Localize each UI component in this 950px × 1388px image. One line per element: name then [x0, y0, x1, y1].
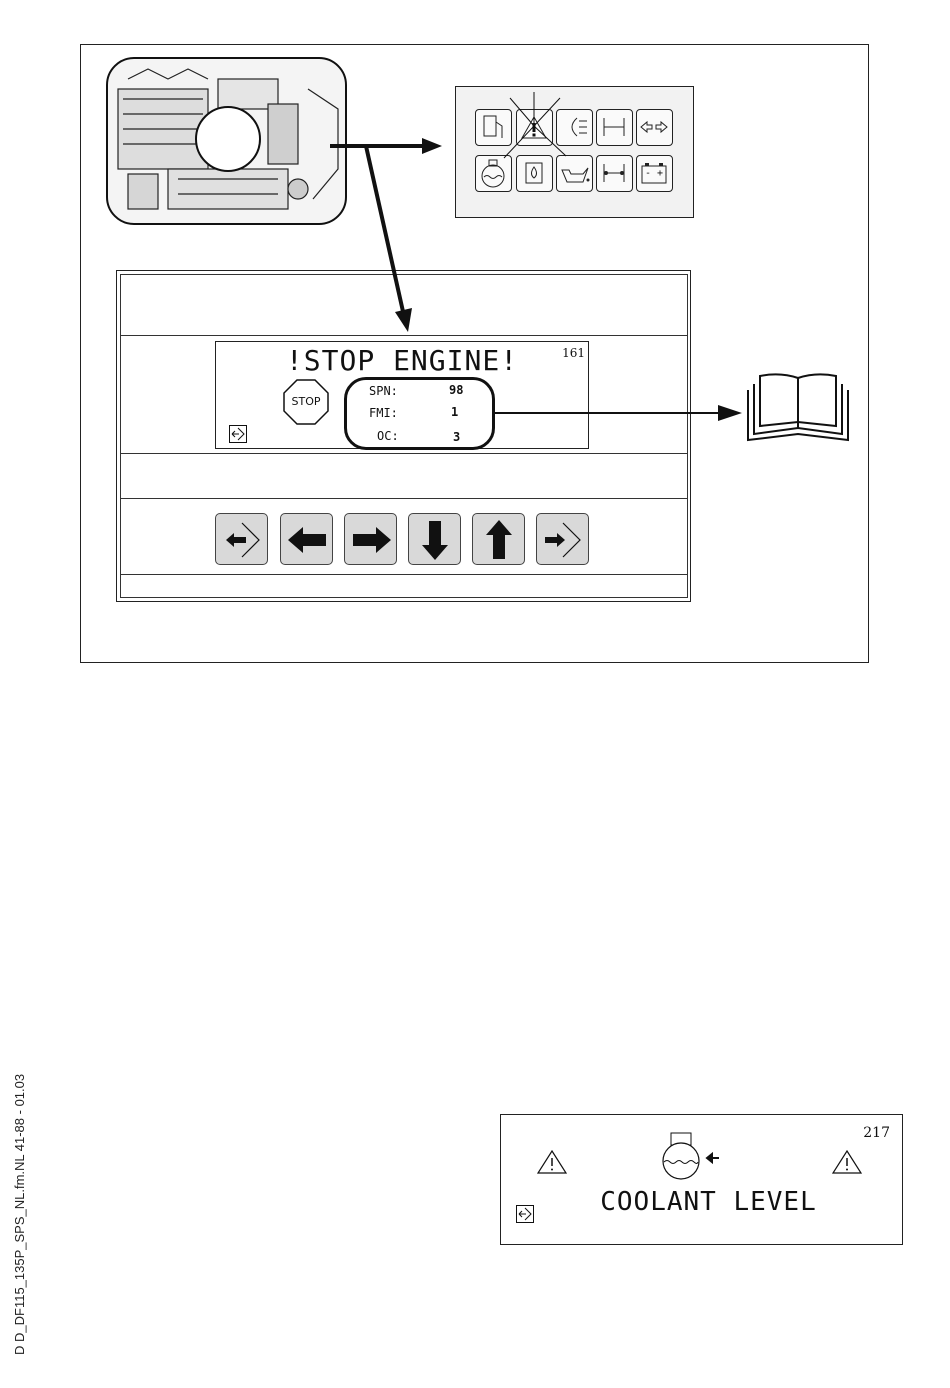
connector-arrows [0, 0, 950, 700]
warning-triangle-icon [831, 1149, 863, 1175]
warning-triangle-icon [536, 1149, 568, 1175]
coolant-tank-icon [657, 1131, 721, 1181]
coolant-level-message: COOLANT LEVEL [501, 1187, 902, 1217]
document-reference: D D_DF115_135P_SPS_NL.fm.NL 41-88 - 01.0… [12, 1074, 27, 1355]
arrow-to-display [366, 146, 404, 316]
coolant-level-screen: 217 COOLANT LEVEL [500, 1114, 903, 1245]
screen-number: 217 [863, 1125, 890, 1141]
